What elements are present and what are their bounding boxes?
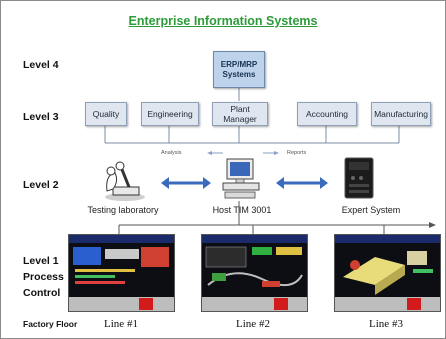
analysis-label: Analysis [161,150,182,156]
erp-line2: Systems [222,69,256,79]
level3-label: Level 3 [23,111,59,123]
erp-line1: ERP/MRP [220,59,258,69]
level2-label: Level 2 [23,179,59,191]
manufacturing-box: Manufacturing [371,102,431,126]
process-label: Process [23,271,64,283]
plant-manager-box: Plant Manager [212,102,268,126]
control-label: Control [23,287,61,299]
computer-icon [222,158,260,199]
expert-system-icon [344,157,374,199]
line3-hmi-screen [334,234,441,312]
host-caption: Host TIM 3001 [212,205,272,215]
erp-mrp-box: ERP/MRP Systems [213,51,265,88]
line2-hmi-screen [201,234,308,312]
microscope-icon [105,161,145,201]
quality-box: Quality [85,102,127,126]
accounting-box: Accounting [297,102,357,126]
level4-label: Level 4 [23,59,59,71]
line1-caption: Line #1 [104,318,138,330]
line3-hmi-graphic [335,235,440,311]
line1-hmi-graphic [69,235,174,311]
reports-label: Reports [287,150,307,156]
engineering-box: Engineering [141,102,199,126]
line1-hmi-screen [68,234,175,312]
diagram-title: Enterprise Information Systems [128,14,318,28]
line2-caption: Line #2 [236,318,270,330]
expert-system-caption: Expert System [341,205,401,215]
level1-label: Level 1 [23,255,59,267]
testing-lab-caption: Testing laboratory [87,205,159,215]
line2-hmi-graphic [202,235,307,311]
line3-caption: Line #3 [369,318,403,330]
factory-floor-label: Factory Floor [23,319,78,329]
